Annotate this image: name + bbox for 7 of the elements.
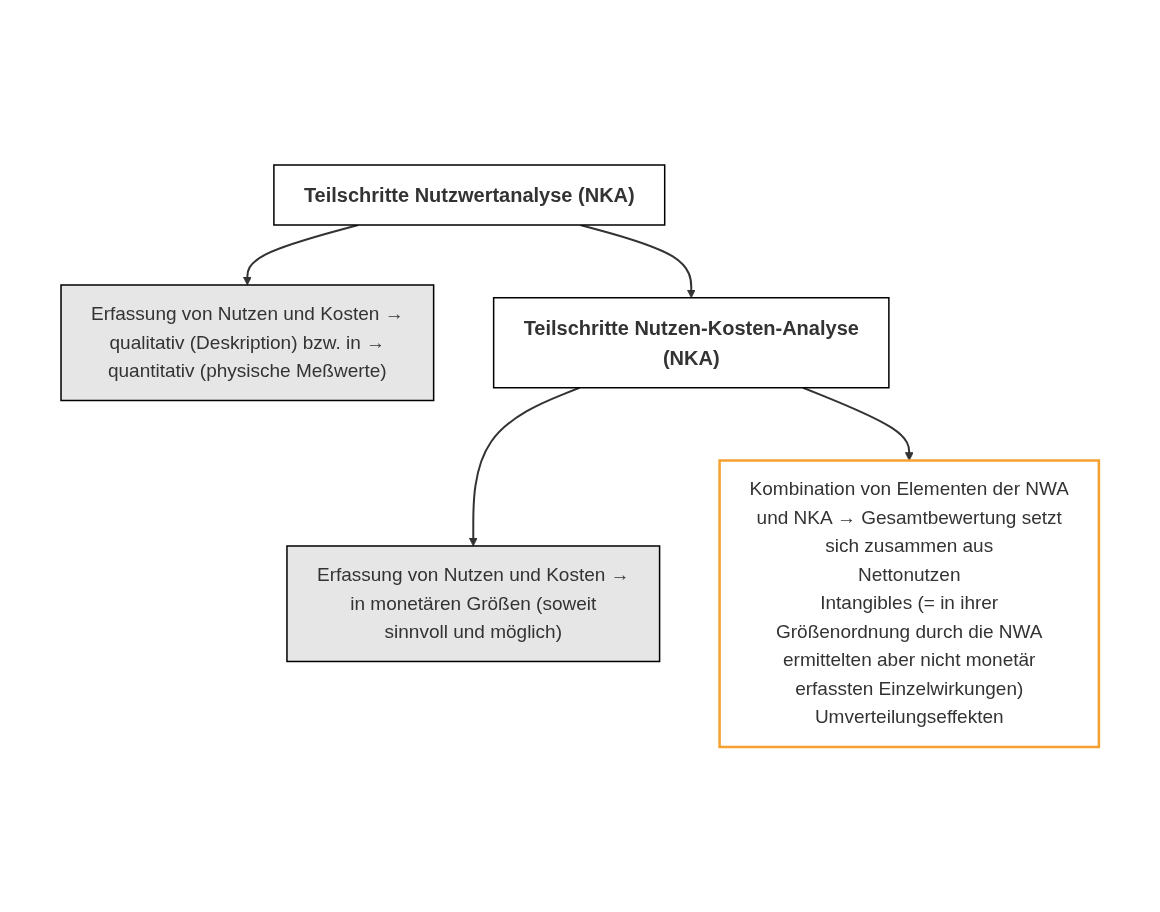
node-box: Teilschritte Nutzwertanalyse (NKA) xyxy=(273,164,666,226)
arrow xyxy=(468,386,581,547)
node-box: Erfassung von Nutzen und Kosten → qualitativ (Deskription) bzw. in → quantitativ (physische Meßwerte) xyxy=(60,284,435,402)
arrow xyxy=(802,386,914,461)
node-box: Kombination von Elementen der NWA und NKA → Gesamtbewertung setzt sich zusammen aus Nettonutzen Intangibles (= in ihrer Größenordnung durch die NWA ermittelten aber nicht monetär erfassten Einzelwirkungen) Umverteilungseffekten xyxy=(718,459,1101,749)
node-box: Erfassung von Nutzen und Kosten → in monetären Größen (soweit sinnvoll und möglich) xyxy=(286,545,661,663)
node-box: Teilschritte Nutzen-Kosten-Analyse (NKA) xyxy=(492,297,890,389)
